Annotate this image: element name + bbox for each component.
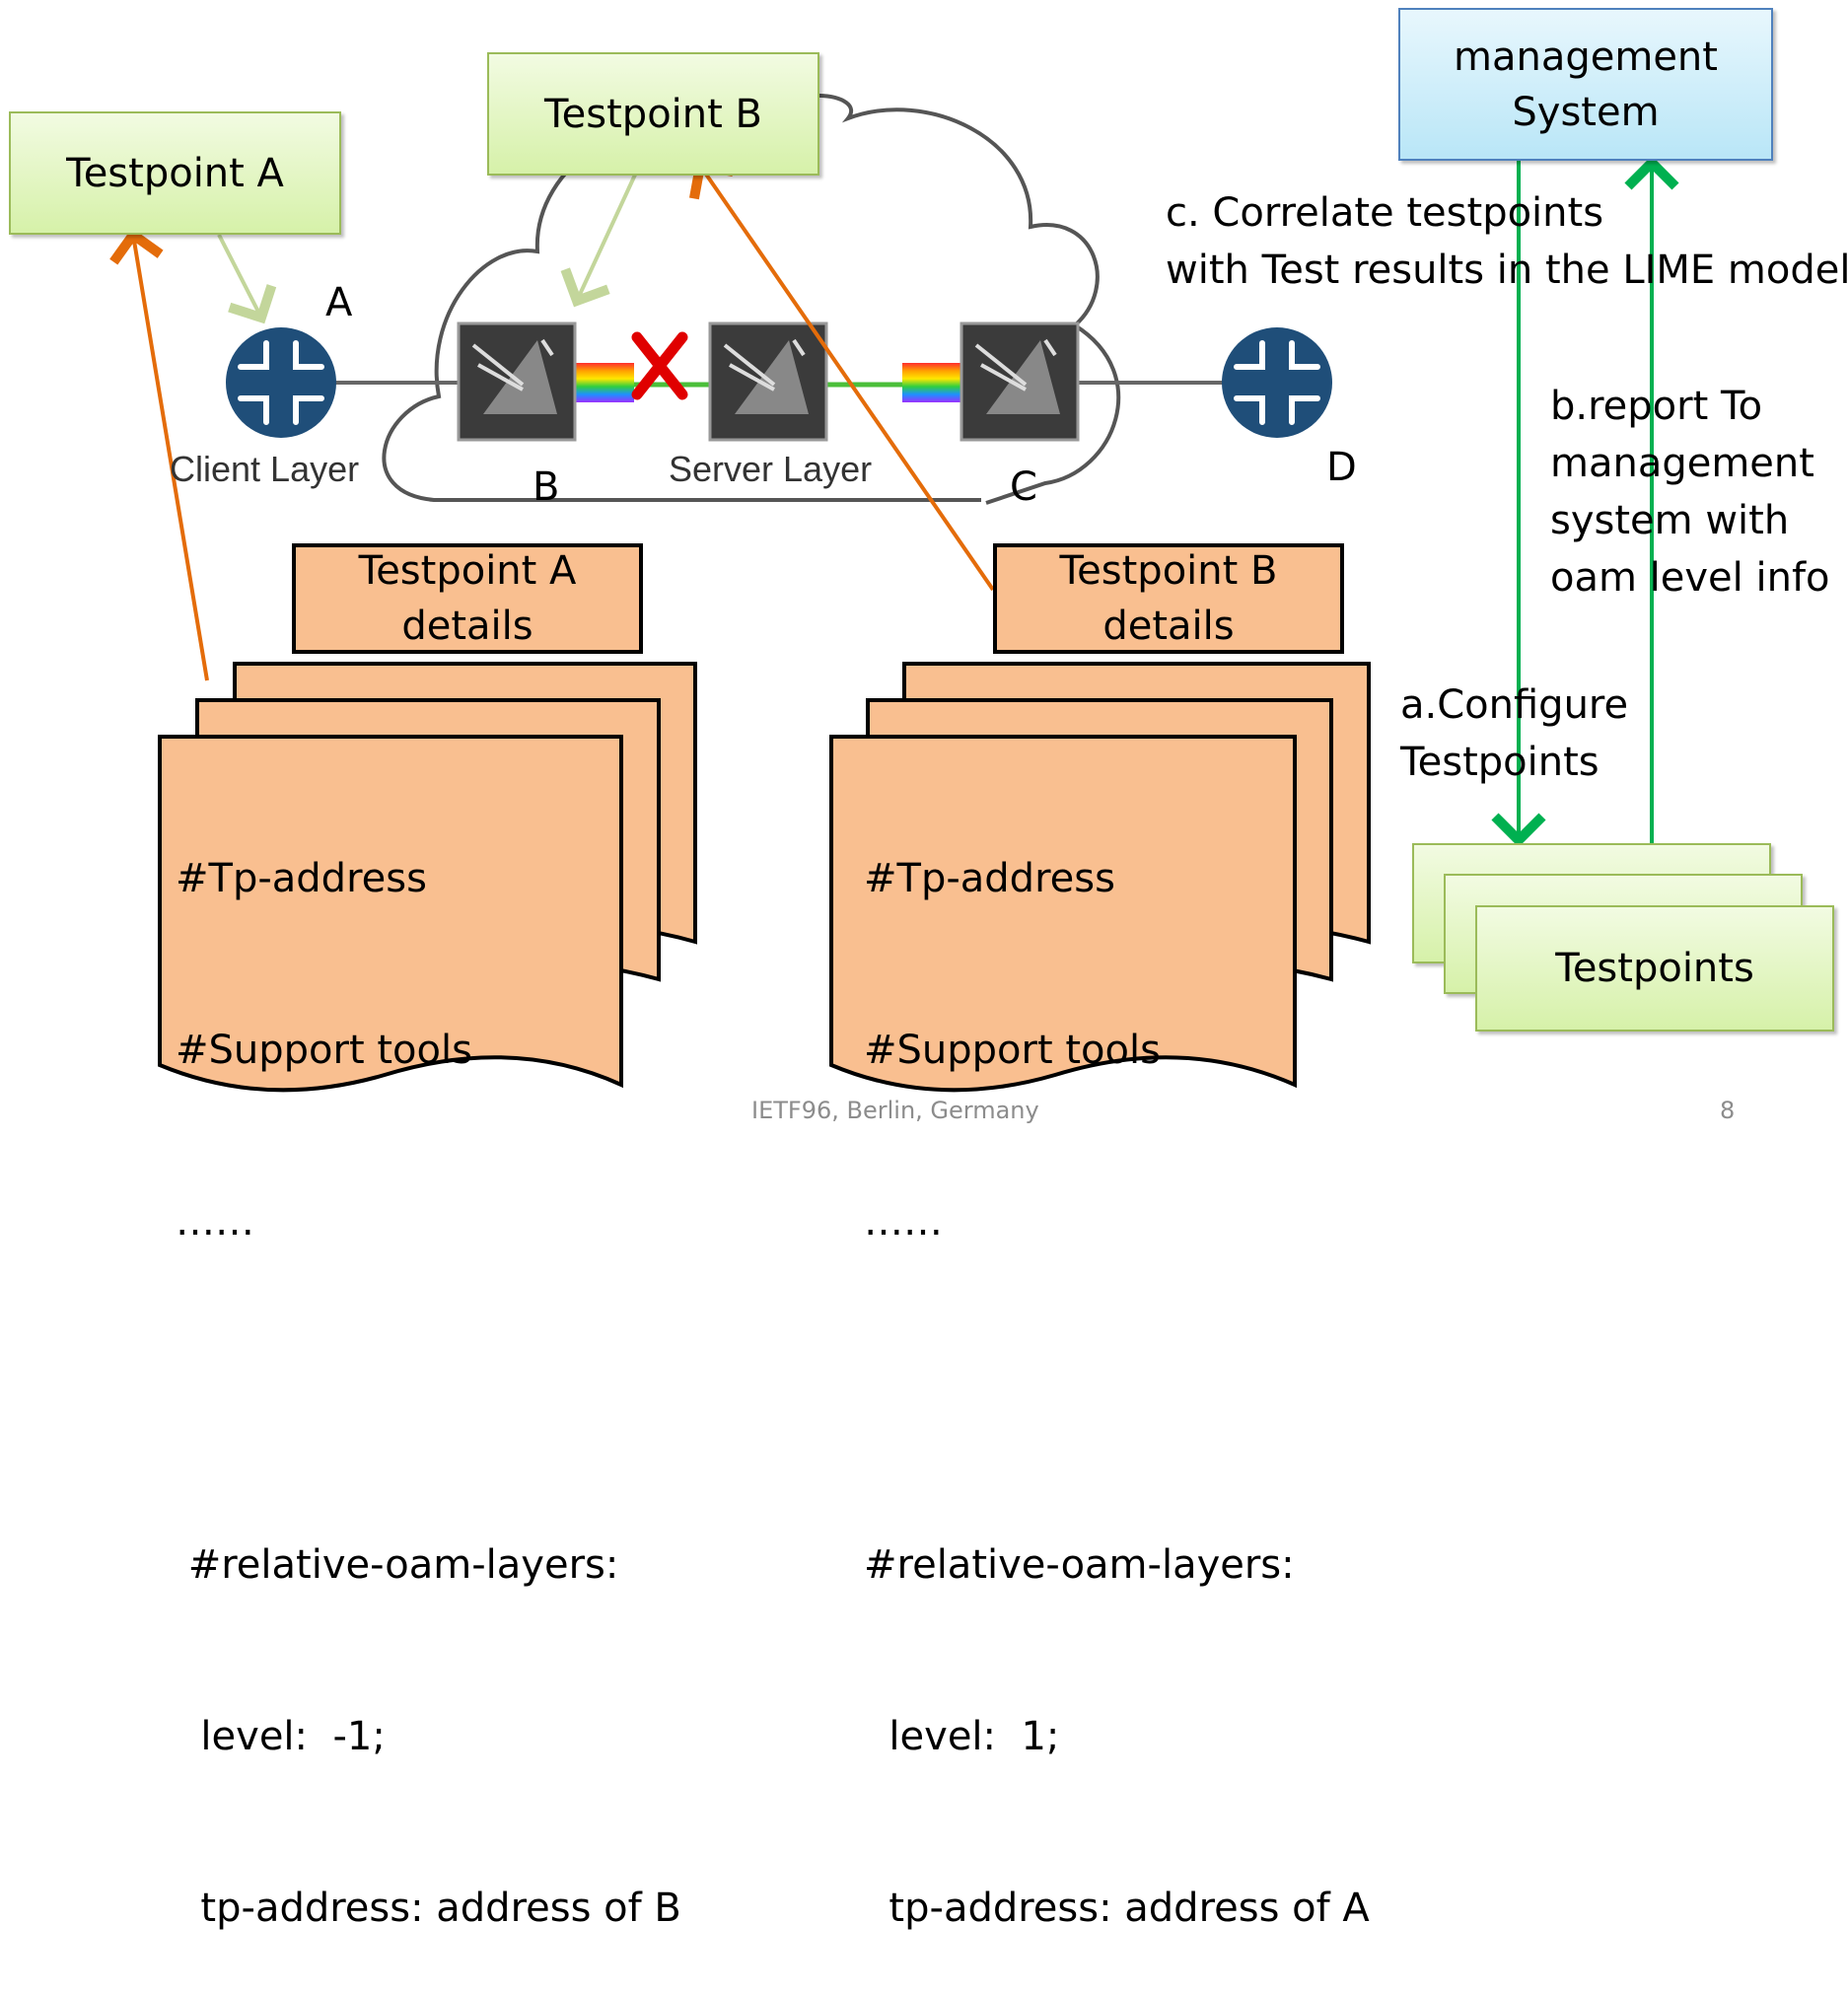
step-b-line3: system with bbox=[1550, 498, 1790, 543]
management-line2: System bbox=[1512, 89, 1660, 135]
step-b-line2: management bbox=[1550, 441, 1814, 486]
testpoint-b-label: Testpoint B bbox=[544, 91, 762, 137]
doc-b-line: …… bbox=[864, 1199, 943, 1245]
node-label-c: C bbox=[1010, 464, 1037, 510]
doc-a-text: #Tp-address #Support tools …… #relative-… bbox=[176, 736, 681, 1994]
doc-b-line: tp-address: address of A bbox=[864, 1886, 1370, 1931]
doc-a-line: level: -1; bbox=[176, 1714, 386, 1759]
diagram-canvas bbox=[109, 93, 1679, 1093]
footer-venue: IETF96, Berlin, Germany bbox=[751, 1097, 1039, 1124]
doc-a-line: …… bbox=[176, 1199, 254, 1245]
node-label-a: A bbox=[325, 280, 353, 325]
arrow-testpoint-b-to-node bbox=[560, 172, 638, 308]
step-c-line2: with Test results in the LIME model. bbox=[1166, 248, 1848, 293]
doc-b-line bbox=[864, 1365, 1370, 1422]
testpoints-stack-front: Testpoints bbox=[1475, 905, 1834, 1032]
arrow-doc-a-to-testpoint-a bbox=[109, 228, 209, 681]
testpoint-a-doc-stack bbox=[158, 662, 697, 1093]
management-line1: management bbox=[1454, 34, 1718, 80]
link-failure-icon bbox=[631, 331, 688, 400]
step-b-line1: b.report To bbox=[1550, 384, 1763, 429]
testpoint-a-box: Testpoint A bbox=[9, 111, 341, 235]
client-layer-label: Client Layer bbox=[170, 449, 360, 489]
testpoints-label: Testpoints bbox=[1555, 946, 1754, 991]
arrow-testpoint-a-to-router bbox=[217, 234, 277, 324]
testpoint-a-details-box: Testpoint A details bbox=[292, 543, 643, 654]
doc-a-line: #Support tools bbox=[176, 1028, 472, 1073]
doc-a-line: #relative-oam-layers: bbox=[176, 1542, 619, 1588]
details-a-line2: details bbox=[401, 604, 533, 649]
optical-node-mid-icon bbox=[708, 321, 828, 442]
doc-b-line: #relative-oam-layers: bbox=[864, 1542, 1295, 1588]
doc-b-line: #Tp-address bbox=[864, 856, 1115, 901]
testpoint-b-doc-stack bbox=[829, 662, 1371, 1093]
step-c-line1: c. Correlate testpoints bbox=[1166, 190, 1604, 236]
management-system-box: management System bbox=[1398, 8, 1773, 161]
doc-a-line: tp-address: address of B bbox=[176, 1886, 681, 1931]
footer-page-number: 8 bbox=[1720, 1097, 1736, 1124]
node-label-d: D bbox=[1326, 445, 1357, 490]
optical-link-c bbox=[902, 363, 961, 402]
optical-node-c-icon bbox=[960, 321, 1080, 442]
router-a-icon bbox=[226, 327, 336, 438]
optical-link-b bbox=[575, 363, 634, 402]
node-label-b: B bbox=[533, 464, 560, 510]
doc-a-line: #Tp-address bbox=[176, 856, 427, 901]
doc-b-line: #Support tools bbox=[864, 1028, 1161, 1073]
doc-b-line: level: 1; bbox=[864, 1714, 1060, 1759]
details-a-line1: Testpoint A bbox=[358, 548, 577, 594]
details-b-line1: Testpoint B bbox=[1059, 548, 1278, 594]
arrow-details-b-to-testpoint-b bbox=[688, 160, 995, 592]
step-a-line2: Testpoints bbox=[1400, 740, 1599, 785]
testpoint-b-box: Testpoint B bbox=[487, 52, 819, 176]
step-b-line4: oam level info bbox=[1550, 555, 1830, 601]
router-d-icon bbox=[1222, 327, 1332, 438]
doc-a-line bbox=[176, 1365, 681, 1422]
details-b-line2: details bbox=[1102, 604, 1235, 649]
step-a-line1: a.Configure bbox=[1400, 682, 1629, 728]
testpoint-a-label: Testpoint A bbox=[66, 150, 284, 196]
server-layer-label: Server Layer bbox=[669, 449, 873, 489]
optical-node-b-icon bbox=[457, 321, 577, 442]
doc-b-text: #Tp-address #Support tools …… #relative-… bbox=[864, 736, 1370, 1994]
testpoint-b-details-box: Testpoint B details bbox=[993, 543, 1344, 654]
